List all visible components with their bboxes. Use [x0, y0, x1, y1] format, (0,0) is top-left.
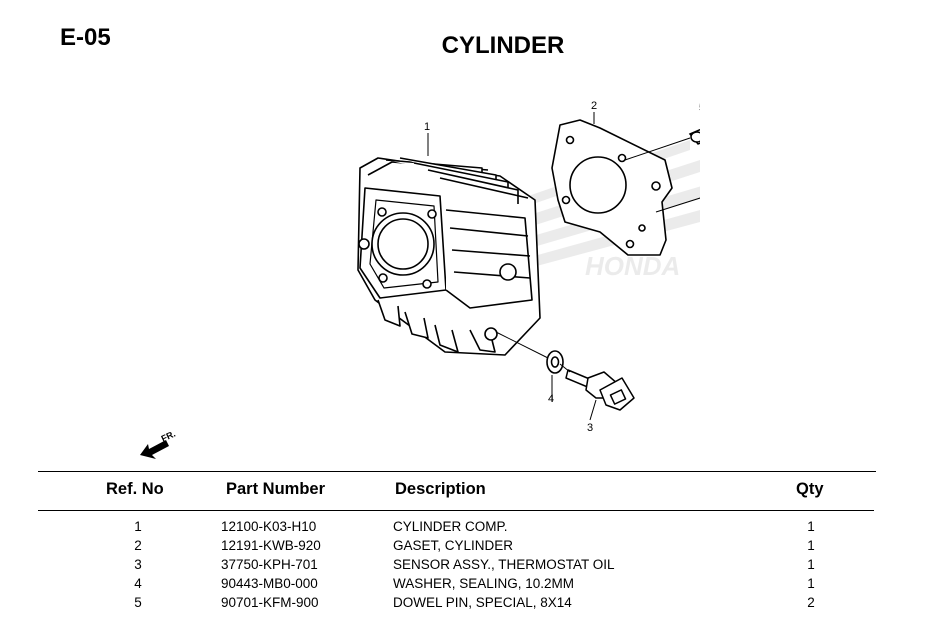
quantity: 2 — [807, 595, 815, 610]
quantity: 1 — [807, 538, 815, 553]
quantity: 1 — [807, 519, 815, 534]
callout-3: 3 — [587, 422, 593, 434]
table-top-rule — [38, 471, 876, 472]
svg-text:HONDA: HONDA — [585, 251, 680, 281]
column-header-ref: Ref. No — [106, 480, 164, 498]
page-title: CYLINDER — [441, 32, 565, 59]
table-header-rule — [38, 510, 874, 511]
table-row: 2 12191-KWB-920 GASET, CYLINDER 1 — [0, 536, 930, 555]
thermostat-sensor-drawing — [565, 369, 635, 411]
quantity: 1 — [807, 557, 815, 572]
callout-2: 2 — [591, 100, 597, 112]
ref-number: 5 — [134, 595, 142, 610]
callout-1: 1 — [424, 121, 430, 133]
column-header-part-number: Part Number — [226, 480, 326, 498]
ref-number: 4 — [134, 576, 142, 591]
parts-table-body: 1 12100-K03-H10 CYLINDER COMP. 1 2 12191… — [0, 517, 930, 612]
ref-number: 1 — [134, 519, 142, 534]
callout-4: 4 — [548, 393, 554, 405]
part-description: CYLINDER COMP. — [393, 519, 508, 534]
part-number: 90443-MB0-000 — [221, 576, 318, 591]
table-row: 4 90443-MB0-000 WASHER, SEALING, 10.2MM … — [0, 574, 930, 593]
leader-lines — [427, 112, 700, 421]
part-description: WASHER, SEALING, 10.2MM — [393, 576, 575, 591]
part-description: DOWEL PIN, SPECIAL, 8X14 — [393, 595, 572, 610]
table-row: 1 12100-K03-H10 CYLINDER COMP. 1 — [0, 517, 930, 536]
part-description: GASET, CYLINDER — [393, 538, 514, 553]
ref-number: 3 — [134, 557, 142, 572]
part-description: SENSOR ASSY., THERMOSTAT OIL — [393, 557, 615, 572]
table-row: 5 90701-KFM-900 DOWEL PIN, SPECIAL, 8X14… — [0, 593, 930, 612]
table-row: 3 37750-KPH-701 SENSOR ASSY., THERMOSTAT… — [0, 555, 930, 574]
part-number: 12100-K03-H10 — [221, 519, 317, 534]
part-number: 90701-KFM-900 — [221, 595, 319, 610]
part-number: 12191-KWB-920 — [221, 538, 321, 553]
callout-5: 5 — [699, 102, 700, 114]
washer-drawing — [546, 350, 564, 374]
front-direction-arrow-icon: FR. — [140, 429, 177, 459]
part-number: 37750-KPH-701 — [221, 557, 318, 572]
cylinder-comp-drawing — [357, 157, 541, 356]
ref-number: 2 — [134, 538, 142, 553]
column-header-description: Description — [395, 480, 486, 498]
exploded-parts-diagram: HONDA — [140, 100, 700, 459]
svg-text:FR.: FR. — [160, 429, 177, 444]
quantity: 1 — [807, 576, 815, 591]
column-header-qty: Qty — [796, 480, 824, 498]
dowel-pin-drawing — [688, 128, 700, 145]
page-code: E-05 — [60, 24, 111, 51]
